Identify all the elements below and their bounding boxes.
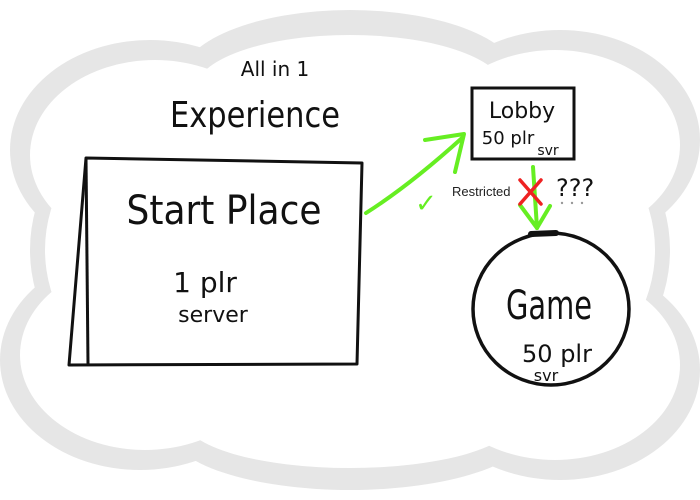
question-marks: ???	[556, 174, 594, 202]
cross-icon	[518, 178, 543, 206]
start-place-title: Start Place	[127, 188, 322, 234]
start-place-box: Start Place 1 plr server	[67, 156, 364, 367]
lobby-title: Lobby	[489, 99, 555, 124]
cloud-background	[0, 10, 700, 490]
lobby-box: Lobby 50 plr svr	[470, 86, 576, 161]
game-circle: Game 50 plr svr	[471, 230, 631, 387]
header-line1: All in 1	[241, 57, 309, 81]
lobby-unit: svr	[537, 143, 559, 159]
game-unit: svr	[534, 366, 559, 385]
game-title: Game	[506, 283, 592, 329]
start-place-capacity: 1 plr	[173, 266, 237, 299]
header-line2: Experience	[170, 95, 340, 136]
restricted-label: Restricted	[452, 184, 511, 199]
start-place-unit: server	[178, 303, 249, 328]
game-capacity: 50 plr	[522, 340, 592, 368]
lobby-capacity: 50 plr	[482, 128, 535, 149]
arrow-start-to-lobby	[364, 132, 466, 215]
dots-under-question	[560, 201, 584, 205]
check-icon: ✓	[415, 189, 437, 219]
